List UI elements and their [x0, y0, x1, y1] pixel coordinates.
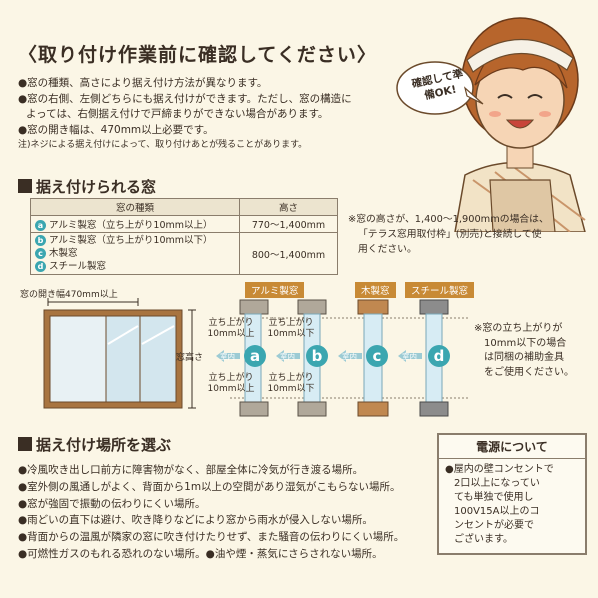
rise-above-label: 立ち上がり 10mm以上	[207, 373, 255, 394]
window-height-label: 窓高さ	[176, 353, 204, 363]
indoor-label: 室内	[280, 352, 295, 361]
list-item: ●背面からの温風が隣家の窓に吹き付けたりせず、また騒音の伝わりにくい場所。	[18, 531, 405, 544]
list-item: ●可燃性ガスのもれる恐れのない場所。●油や煙・蒸気にさらされない場所。	[18, 547, 383, 560]
intro-notes: ●窓の種類、高さにより据え付け方法が異なります。 ●窓の右側、左側どちらにも据え…	[18, 76, 418, 154]
arrow-left-icon	[338, 350, 362, 362]
power-title: 電源について	[439, 435, 585, 459]
tag-aluminum: アルミ製窓	[245, 282, 305, 298]
letter-b-icon: b	[35, 235, 46, 246]
letter-d-icon: d	[35, 261, 46, 272]
letter-c-icon: c	[35, 248, 46, 259]
list-item: ●室外側の風通しがよく、背面から1m以上の空間があり湿気がこもらない場所。	[18, 480, 401, 493]
indoor-label: 室内	[342, 352, 357, 361]
list-item: ●窓が強固で振動の伝わりにくい場所。	[18, 497, 206, 510]
col-header-type: 窓の種類	[30, 198, 240, 216]
woman-illustration	[396, 17, 586, 232]
height-range: 770〜1,400mm	[239, 215, 338, 233]
note-line: ●窓の右側、左側どちらにも据え付けができます。ただし、窓の構造に	[18, 92, 352, 105]
square-bullet-icon	[18, 437, 32, 451]
note-line: ●窓の開き幅は、470mm以上必要です。	[18, 123, 214, 136]
rise-above-label: 立ち上がり 10mm以上	[207, 318, 255, 339]
height-side-note: ※窓の高さが、1,400〜1,900mmの場合は、 「テラス窓用取付枠」(別売)…	[348, 214, 549, 255]
badge-d: d	[428, 345, 450, 367]
badge-a: a	[244, 345, 266, 367]
list-item: ●冷風吹き出し口前方に障害物がなく、部屋全体に冷気が行き渡る場所。	[18, 464, 364, 476]
indoor-label: 室内	[402, 352, 417, 361]
tag-steel: スチール製窓	[405, 282, 475, 298]
window-frame-diagram	[43, 298, 196, 409]
window-type: アルミ製窓（立ち上がり10mm以下）	[49, 235, 213, 246]
badge-c: c	[366, 345, 388, 367]
power-info-box: 電源について ●屋内の壁コンセントで 2口以上になってい ても単独で使用し 10…	[437, 433, 587, 555]
section-heading-text: 据え付け場所を選ぶ	[36, 436, 172, 454]
section-heading-location: 据え付け場所を選ぶ	[18, 434, 171, 455]
power-body: ●屋内の壁コンセントで 2口以上になってい ても単独で使用し 100V15A以上…	[445, 464, 554, 545]
note-line: よっては、右側据え付けで戸締まりができない場合があります。	[26, 108, 329, 120]
section-heading-text: 据え付けられる窓	[36, 178, 157, 196]
page-title: 〈取り付け作業前に確認してください〉	[18, 44, 377, 66]
note-line: ●窓の種類、高さにより据え付け方法が異なります。	[18, 77, 268, 89]
height-range: 800〜1,400mm	[239, 232, 338, 275]
indoor-label: 室内	[220, 352, 235, 361]
rise-note: ※窓の立ち上がりが 10mm以下の場合 は同梱の補助金具 をご使用ください。	[474, 323, 574, 378]
note-line: 注)ネジによる据え付けによって、取り付けあとが残ることがあります。	[18, 140, 308, 150]
window-type: アルミ製窓（立ち上がり10mm以上）	[49, 220, 213, 231]
arrow-left-icon	[276, 350, 300, 362]
arrow-left-icon	[216, 350, 240, 362]
badge-b: b	[306, 345, 328, 367]
open-width-label: 窓の開き幅470mm以上	[20, 290, 118, 300]
rise-below-label: 立ち上がり 10mm以下	[267, 373, 315, 394]
rise-below-label: 立ち上がり 10mm以下	[267, 318, 315, 339]
window-type: 木製窓	[49, 248, 78, 259]
letter-a-icon: a	[35, 220, 46, 231]
list-item: ●雨どいの直下は避け、吹き降りなどにより窓から雨水が侵入しない場所。	[18, 514, 373, 527]
section-heading-windows: 据え付けられる窓	[18, 176, 156, 197]
window-type: スチール製窓	[49, 261, 107, 272]
tag-wood: 木製窓	[355, 282, 396, 298]
col-header-height: 高さ	[239, 198, 338, 216]
location-bullets: ●冷風吹き出し口前方に障害物がなく、部屋全体に冷気が行き渡る場所。 ●室外側の風…	[18, 462, 404, 563]
arrow-left-icon	[398, 350, 422, 362]
square-bullet-icon	[18, 179, 32, 193]
